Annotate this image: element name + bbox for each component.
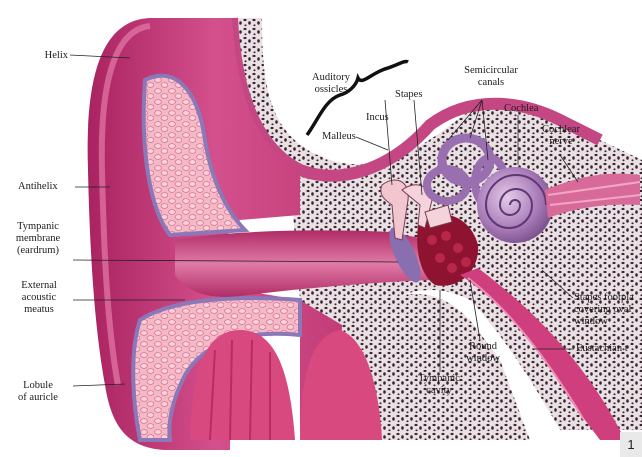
- round-window-label: Round window: [458, 341, 508, 365]
- incus-label: Incus: [366, 112, 389, 124]
- stapes-footplate-label: Stapes footpla covering oval window: [574, 292, 634, 328]
- semicircular-label: Semicircular canals: [455, 65, 527, 89]
- antihelix-label: Antihelix: [18, 181, 58, 193]
- helix-label: Helix: [20, 50, 68, 62]
- tympanic-membrane-label: Tympanic membrane (eardrum): [4, 221, 72, 257]
- cochlea-shape: [477, 167, 553, 243]
- ossicles-label: Auditory ossicles: [305, 72, 357, 96]
- tympanic-cavity-label: Tympanic cavity: [410, 373, 468, 397]
- stapes-label: Stapes: [395, 89, 422, 101]
- malleus-label: Malleus: [322, 131, 356, 143]
- external-meatus-label: External acoustic meatus: [10, 280, 68, 316]
- lobule-label: Lobule of auricle: [8, 380, 68, 404]
- cochlear-nerve-label: Cochlear nerve: [532, 124, 590, 148]
- eustachian-label: Eustachian t: [576, 343, 628, 355]
- cochlea-label: Cochlea: [504, 103, 538, 115]
- page-number: 1: [620, 432, 642, 457]
